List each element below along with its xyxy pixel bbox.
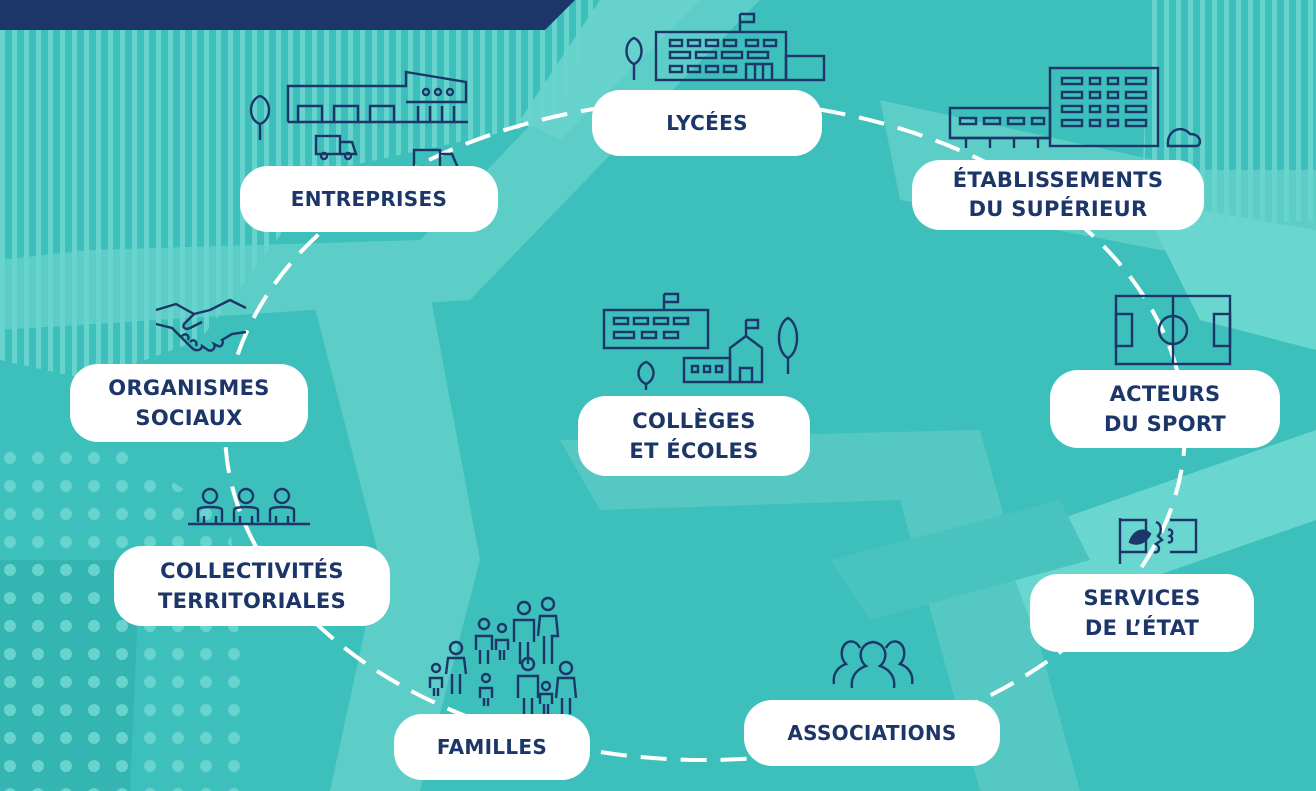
- factory-trucks-icon: [240, 66, 472, 176]
- node-organismes-label-line1: ORGANISMES: [108, 376, 270, 400]
- node-acteurs-sport: ACTEURS DU SPORT: [1050, 370, 1280, 448]
- handshake-icon: [152, 296, 250, 358]
- node-etablissements-label-line1: ÉTABLISSEMENTS: [952, 168, 1164, 192]
- schools-icon: [598, 292, 810, 392]
- node-familles-label: FAMILLES: [436, 735, 548, 759]
- marianne-icon: [1116, 512, 1200, 568]
- center-colleges-ecoles: COLLÈGES ET ÉCOLES: [578, 396, 810, 476]
- node-organismes-sociaux: ORGANISMES SOCIAUX: [70, 364, 308, 442]
- node-entreprises-label: ENTREPRISES: [290, 187, 448, 211]
- node-services-label-line1: SERVICES: [1083, 586, 1201, 610]
- node-entreprises: ENTREPRISES: [240, 166, 498, 232]
- people-group-icon: [826, 632, 920, 692]
- node-services-etat: SERVICES DE L’ÉTAT: [1030, 574, 1254, 652]
- council-icon: [184, 486, 314, 534]
- center-label-line2: ET ÉCOLES: [629, 439, 759, 463]
- families-icon: [420, 594, 582, 718]
- lycee-building-icon: [616, 12, 828, 88]
- node-acteurs-label-line1: ACTEURS: [1109, 382, 1221, 406]
- center-label-line1: COLLÈGES: [632, 409, 756, 433]
- node-lycees-label: LYCÉES: [666, 111, 748, 135]
- node-familles: FAMILLES: [394, 714, 590, 780]
- node-collectivites-label-line1: COLLECTIVITÉS: [160, 559, 344, 583]
- university-building-icon: [946, 64, 1204, 150]
- node-associations-label: ASSOCIATIONS: [787, 721, 957, 745]
- node-associations: ASSOCIATIONS: [744, 700, 1000, 766]
- node-lycees: LYCÉES: [592, 90, 822, 156]
- node-collectivites-territoriales: COLLECTIVITÉS TERRITORIALES: [114, 546, 390, 626]
- node-etablissements-superieur: ÉTABLISSEMENTS DU SUPÉRIEUR: [912, 160, 1204, 230]
- node-organismes-label-line2: SOCIAUX: [135, 406, 243, 430]
- node-services-label-line2: DE L’ÉTAT: [1084, 616, 1200, 640]
- node-etablissements-label-line2: DU SUPÉRIEUR: [968, 197, 1148, 221]
- node-acteurs-label-line2: DU SPORT: [1103, 412, 1227, 436]
- sports-field-icon: [1112, 292, 1234, 368]
- node-collectivites-label-line2: TERRITORIALES: [158, 589, 346, 613]
